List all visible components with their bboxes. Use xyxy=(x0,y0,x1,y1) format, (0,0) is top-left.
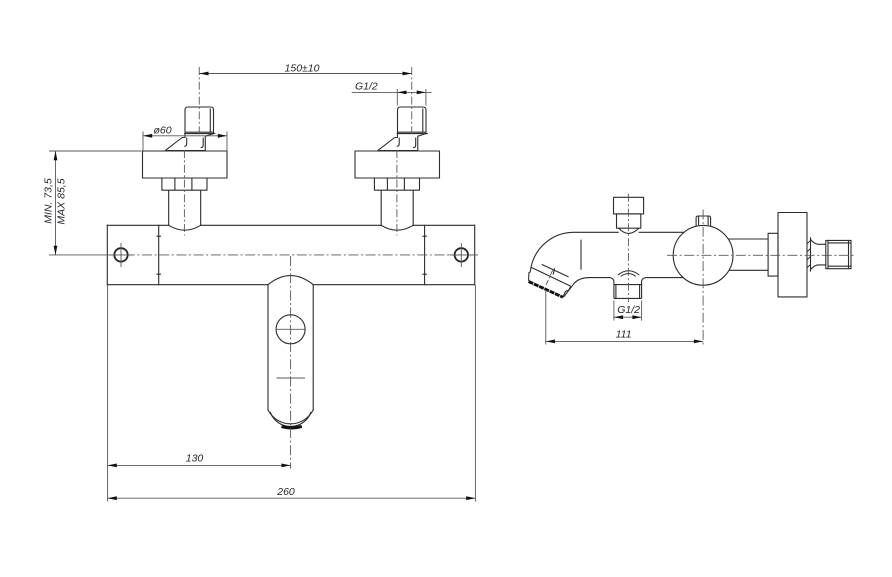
svg-text:G1/2: G1/2 xyxy=(355,80,378,92)
svg-text:130: 130 xyxy=(186,453,204,465)
svg-text:MAX 85,5: MAX 85,5 xyxy=(56,178,68,224)
svg-text:150±10: 150±10 xyxy=(285,62,320,74)
svg-text:G1/2: G1/2 xyxy=(617,304,640,316)
svg-text:MIN. 73,5: MIN. 73,5 xyxy=(43,178,55,224)
svg-text:260: 260 xyxy=(276,486,295,498)
svg-text:111: 111 xyxy=(616,329,632,341)
svg-text:ø60: ø60 xyxy=(154,124,172,136)
